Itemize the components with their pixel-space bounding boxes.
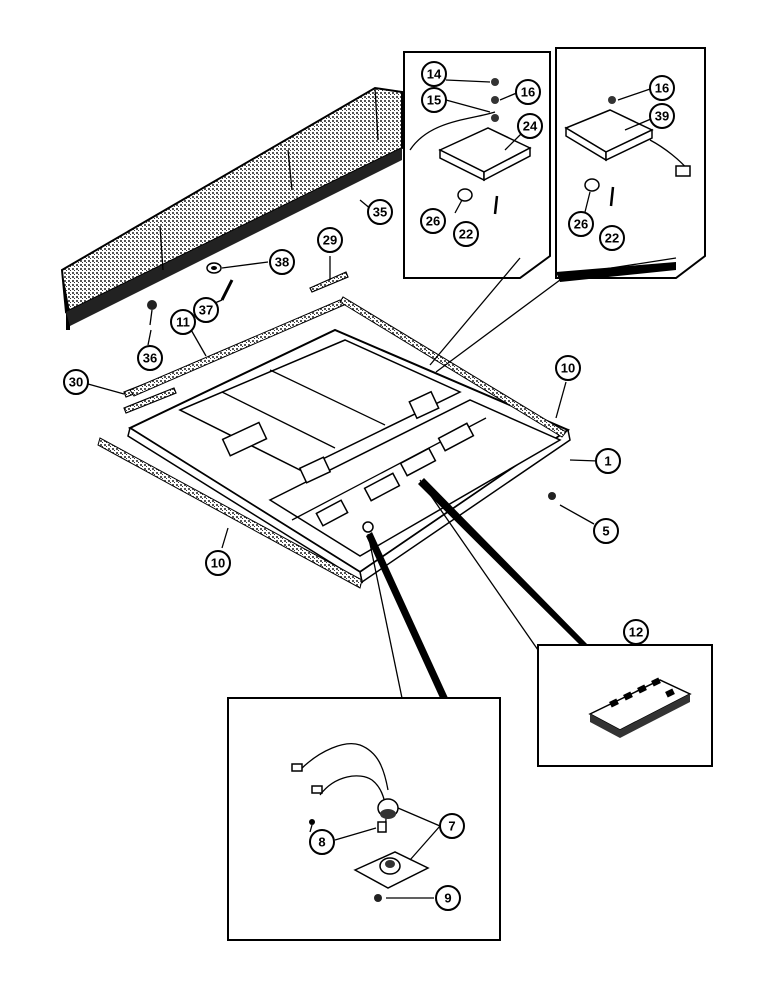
pad-seam-2 <box>287 149 293 191</box>
callout-7: 7 <box>439 813 465 839</box>
svg-text:37: 37 <box>199 303 213 318</box>
leader-box-b-2 <box>556 262 676 282</box>
svg-text:10: 10 <box>211 556 225 571</box>
svg-text:26: 26 <box>426 214 440 229</box>
svg-text:30: 30 <box>69 375 83 390</box>
callout-39: 39 <box>649 103 675 129</box>
callout-5: 5 <box>593 518 619 544</box>
svg-text:14: 14 <box>427 67 442 82</box>
callout-22-a: 22 <box>453 221 479 247</box>
svg-text:11: 11 <box>176 315 190 330</box>
callout-30: 30 <box>63 369 89 395</box>
svg-text:29: 29 <box>323 233 337 248</box>
svg-text:36: 36 <box>143 351 157 366</box>
leader-lines <box>87 79 659 861</box>
rail-10-left <box>97 437 363 589</box>
pad-seam-1 <box>159 225 164 271</box>
roof-liner-panel <box>127 328 571 584</box>
callout-11: 11 <box>170 309 196 335</box>
leader-box-a <box>429 257 521 366</box>
headliner-pad <box>60 86 403 330</box>
callout-10-left: 10 <box>205 550 231 576</box>
dome-light-hole <box>362 521 374 533</box>
rail-10-right <box>339 296 567 438</box>
svg-text:5: 5 <box>602 524 609 539</box>
svg-text:7: 7 <box>448 819 455 834</box>
leader-box-d-2 <box>366 532 448 698</box>
callout-16-b: 16 <box>649 75 675 101</box>
callout-26-b: 26 <box>568 211 594 237</box>
detail-box-switch-panel <box>537 644 713 767</box>
callout-9: 9 <box>435 885 461 911</box>
svg-text:22: 22 <box>459 227 473 242</box>
callout-36: 36 <box>137 345 163 371</box>
svg-text:38: 38 <box>275 255 289 270</box>
fastener-36 <box>147 300 157 326</box>
svg-text:35: 35 <box>373 205 387 220</box>
leader-box-c-2 <box>418 478 588 645</box>
svg-text:16: 16 <box>521 85 535 100</box>
callout-37: 37 <box>193 297 219 323</box>
svg-text:8: 8 <box>318 835 325 850</box>
svg-text:12: 12 <box>629 625 643 640</box>
callout-24: 24 <box>517 113 543 139</box>
callout-35: 35 <box>367 199 393 225</box>
leader-box-d-1 <box>367 533 403 699</box>
svg-text:10: 10 <box>561 361 575 376</box>
svg-text:26: 26 <box>574 217 588 232</box>
callout-1: 1 <box>595 448 621 474</box>
callout-14: 14 <box>421 61 447 87</box>
callout-22-b: 22 <box>599 225 625 251</box>
screw-37 <box>220 279 234 301</box>
pad-seam-3 <box>374 87 379 141</box>
detail-box-lamp-assembly <box>555 47 706 279</box>
callout-38: 38 <box>269 249 295 275</box>
callout-8: 8 <box>309 829 335 855</box>
callout-15: 15 <box>421 87 447 113</box>
leader-box-c-1 <box>419 479 539 651</box>
svg-text:9: 9 <box>444 891 451 906</box>
callout-16-a: 16 <box>515 79 541 105</box>
strip-29 <box>309 271 349 293</box>
callout-10-right: 10 <box>555 355 581 381</box>
callout-26-a: 26 <box>420 208 446 234</box>
svg-text:24: 24 <box>523 119 538 134</box>
callout-29: 29 <box>317 227 343 253</box>
leader-box-b-3 <box>435 279 561 373</box>
screw-5 <box>548 492 595 525</box>
svg-text:16: 16 <box>655 81 669 96</box>
detail-box-dome-socket <box>227 697 501 941</box>
svg-text:1: 1 <box>604 454 611 469</box>
grommet-38 <box>206 262 222 274</box>
svg-text:39: 39 <box>655 109 669 124</box>
callout-12: 12 <box>623 619 649 645</box>
svg-text:22: 22 <box>605 231 619 246</box>
strip-30b <box>123 387 177 414</box>
svg-text:15: 15 <box>427 93 441 108</box>
